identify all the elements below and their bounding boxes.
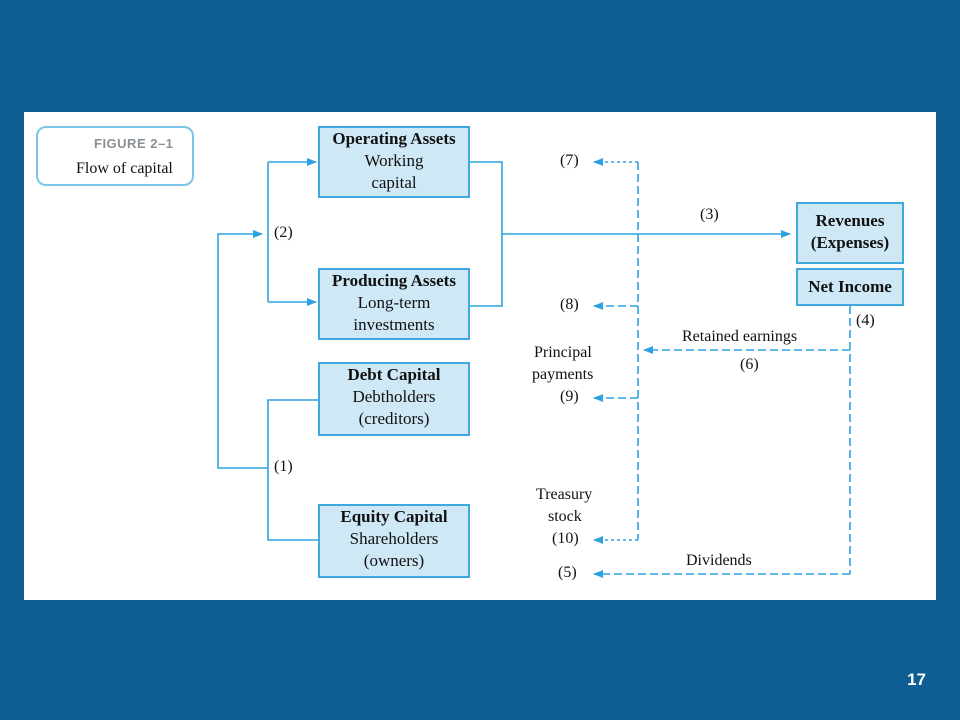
net-income-box: Net Income: [796, 268, 904, 306]
flow-lines: [217, 158, 851, 578]
revenues-box: Revenues (Expenses): [796, 202, 904, 264]
diagram-panel: FIGURE 2–1 Flow of capital Operating Ass…: [24, 112, 936, 600]
label-1: (1): [274, 458, 293, 475]
label-3: (3): [700, 206, 719, 223]
label-9: (9): [560, 388, 579, 405]
operating-assets-title: Operating Assets: [332, 129, 456, 148]
figure-title: Flow of capital: [76, 160, 173, 177]
revenues-title: Revenues: [815, 211, 885, 230]
label-4: (4): [856, 312, 875, 329]
equity-capital-box: Equity Capital Shareholders (owners): [318, 504, 470, 578]
label-5: (5): [558, 564, 577, 581]
producing-assets-box: Producing Assets Long-term investments: [318, 268, 470, 340]
label-dividends: Dividends: [686, 552, 752, 569]
bracket-capital-sources: [267, 399, 319, 541]
figure-caption: FIGURE 2–1 Flow of capital: [36, 126, 194, 186]
label-8: (8): [560, 296, 579, 313]
label-7: (7): [560, 152, 579, 169]
net-income-title: Net Income: [808, 277, 892, 296]
figure-label: FIGURE 2–1: [94, 136, 174, 151]
debt-capital-box: Debt Capital Debtholders (creditors): [318, 362, 470, 436]
slide-number: 17: [907, 670, 926, 689]
label-payments: payments: [532, 366, 594, 383]
label-stock: stock: [548, 508, 582, 525]
label-treasury: Treasury: [536, 486, 593, 503]
label-retained-earnings: Retained earnings: [682, 328, 798, 345]
arrow-to-assets: [217, 230, 268, 469]
producing-assets-title: Producing Assets: [332, 271, 456, 290]
label-2: (2): [274, 224, 293, 241]
operating-assets-box: Operating Assets Working capital: [318, 126, 470, 198]
label-10: (10): [552, 530, 579, 547]
equity-capital-title: Equity Capital: [340, 507, 448, 526]
label-6: (6): [740, 356, 759, 373]
debt-capital-title: Debt Capital: [347, 365, 441, 384]
label-principal: Principal: [534, 344, 592, 361]
